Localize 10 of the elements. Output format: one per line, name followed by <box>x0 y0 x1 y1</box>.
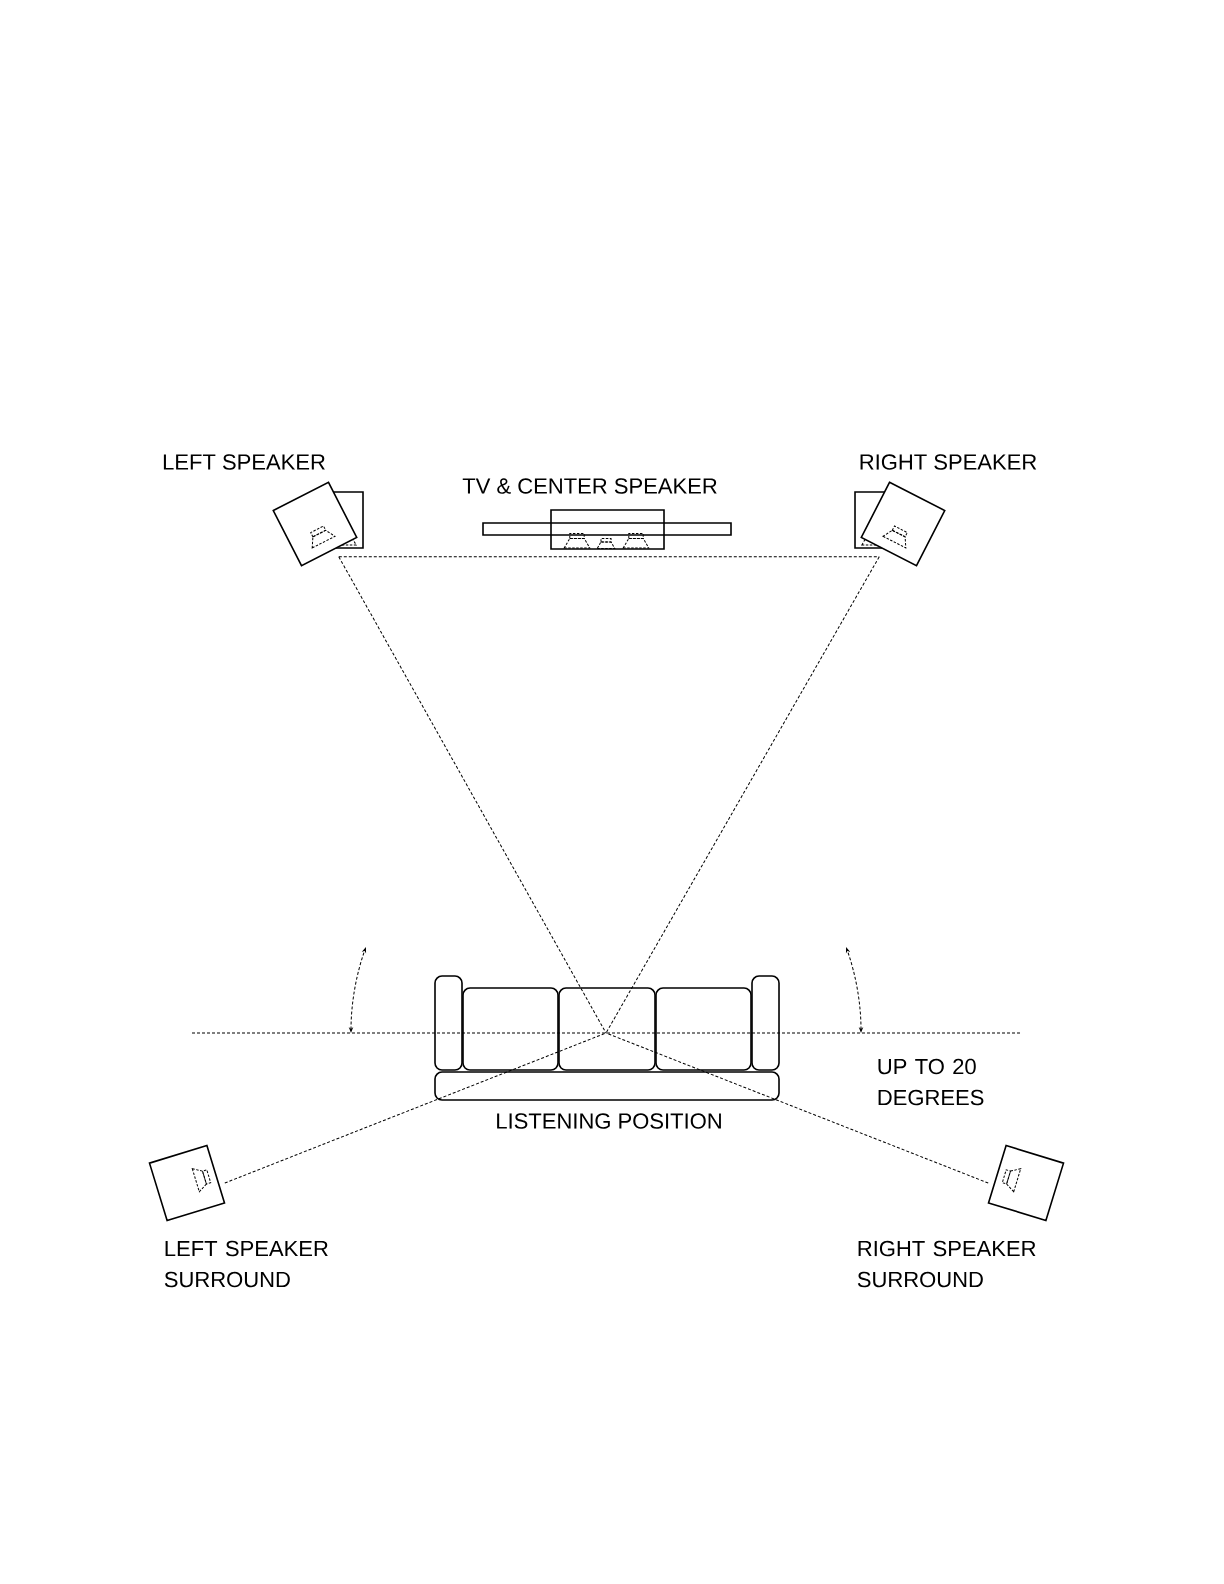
speaker-label: RIGHT SPEAKER <box>860 454 1037 470</box>
sight-line <box>338 556 607 1034</box>
speaker-label: LISTENING POSITION <box>497 1113 721 1129</box>
angle-label: UP TO 20 DEGREES <box>878 1058 984 1106</box>
speaker-label: RIGHT SPEAKER SURROUND <box>857 1240 1036 1288</box>
speaker-label: TV & CENTER SPEAKER <box>462 478 717 494</box>
sight-line <box>605 556 880 1034</box>
speaker-label: LEFT SPEAKER SURROUND <box>164 1240 328 1288</box>
speaker-label: LEFT SPEAKER <box>163 454 325 470</box>
sight-line <box>338 556 880 558</box>
